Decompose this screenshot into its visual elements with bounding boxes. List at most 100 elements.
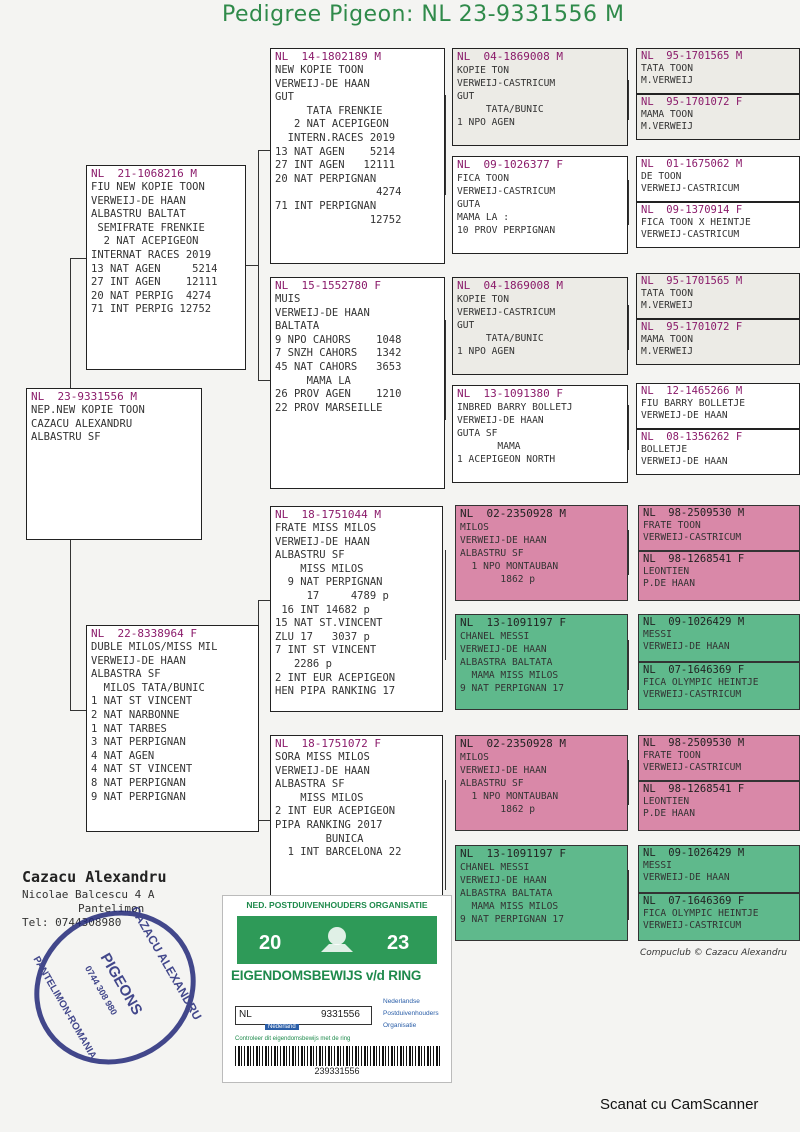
pigeon-card-g4-2: NL 01-1675062 M DE TOON VERWEIJ-CASTRICU… [636, 156, 800, 202]
connector [258, 820, 270, 821]
barcode-number: 239331556 [314, 1066, 360, 1076]
ring-number: NL 09-1026377 F [457, 158, 563, 171]
info-line: ALBASTRU BALTAT [91, 208, 186, 221]
info-line: FICA OLYMPIC HEINTJE [643, 908, 759, 919]
connector [258, 150, 259, 380]
info-line: MAMA TOON [641, 109, 693, 120]
info-line: LEONTIEN [643, 566, 690, 577]
info-line: MILOS [460, 522, 489, 533]
page-title: Pedigree Pigeon: NL 23-9331556 M [222, 2, 625, 27]
info-line: ALBASTRA SF [275, 778, 345, 791]
connector [628, 405, 629, 450]
pigeon-card-g4-7: NL 08-1356262 F BOLLETJE VERWEIJ-DE HAAN [636, 429, 800, 475]
info-line: VERWEIJ-CASTRICUM [641, 183, 740, 194]
pigeon-card-mother: NL 22-8338964 F DUBLE MILOS/MISS MIL VER… [86, 625, 259, 832]
info-line: VERWEIJ-DE HAAN [275, 77, 370, 90]
info-line: MESSI [643, 860, 672, 871]
info-line: FICA TOON X HEINTJE [641, 217, 751, 228]
pigeon-card-g3-3: NL 13-1091380 F INBRED BARRY BOLLETJ VER… [452, 385, 628, 483]
info-line: 4 NAT ST VINCENT [91, 763, 193, 776]
info-line: TATA TOON [641, 63, 693, 74]
info-line: FICA TOON [457, 173, 509, 184]
ring-number: NL 18-1751072 F [275, 737, 381, 750]
ring-number-field: NL 9331556 [235, 1006, 372, 1025]
pigeon-card-g3-6: NL 02-2350928 M MILOS VERWEIJ-DE HAAN AL… [455, 735, 628, 831]
info-line: GUT [457, 91, 475, 102]
info-line: MAMA [457, 441, 521, 452]
info-line: 71 INT PERPIGNAN [275, 199, 377, 212]
barcode-icon [235, 1046, 441, 1066]
card-org-name: NED. POSTDUIVENHOUDERS ORGANISATIE [246, 900, 428, 910]
connector [628, 640, 629, 690]
ring-number: NL 02-2350928 M [460, 737, 566, 750]
pigeon-card-subject: NL 23-9331556 M NEP.NEW KOPIE TOON CAZAC… [26, 388, 202, 540]
info-line: VERWEIJ-DE HAAN [91, 194, 186, 207]
info-line: ALBASTRA BALTATA [460, 657, 553, 668]
info-line: 45 NAT CAHORS 3653 [275, 360, 402, 373]
info-line: 1 NPO AGEN [457, 346, 515, 357]
ring-number: NL 23-9331556 M [31, 390, 137, 403]
info-line: M.VERWEIJ [641, 346, 693, 357]
connector [258, 600, 270, 601]
compuclub-credit: Compuclub © Cazacu Alexandru [640, 948, 787, 958]
info-line: VERWEIJ-CASTRICUM [641, 229, 740, 240]
ring-number: NL 98-1268541 F [643, 783, 745, 795]
scanner-watermark: Scanat cu CamScanner [600, 1096, 759, 1113]
pigeon-card-g4-9: NL 98-1268541 F LEONTIEN P.DE HAAN [638, 551, 800, 601]
info-line: 1 NAT ST VINCENT [91, 695, 193, 708]
connector [245, 265, 258, 266]
connector [628, 305, 629, 350]
info-line: CHANEL MESSI [460, 631, 530, 642]
ring-number: NL 04-1869008 M [457, 50, 563, 63]
pigeon-card-g4-0: NL 95-1701565 M TATA TOON M.VERWEIJ [636, 48, 800, 94]
info-line: 9 NAT PERPIGNAN [275, 576, 383, 589]
info-line: FRATE MISS MILOS [275, 522, 377, 534]
info-line: BUNICA [275, 832, 364, 845]
ring-number: NL 02-2350928 M [460, 507, 566, 520]
info-line: MAMA LA : [457, 212, 509, 223]
info-line: 27 INT AGEN 12111 [275, 159, 396, 172]
info-line: CHANEL MESSI [460, 862, 530, 873]
info-line: 9 NPO CAHORS 1048 [275, 333, 402, 346]
pigeon-card-g4-11: NL 07-1646369 F FICA OLYMPIC HEINTJE VER… [638, 662, 800, 710]
info-line: FRATE TOON [643, 750, 701, 761]
info-line: VERWEIJ-DE HAAN [643, 872, 730, 883]
ring-number: NL 98-2509530 M [643, 507, 745, 519]
info-line: VERWEIJ-CASTRICUM [457, 78, 556, 89]
info-line: INTERNAT RACES 2019 [91, 248, 212, 261]
info-line: TATA/BUNIC [457, 333, 544, 344]
info-line: MAMA TOON [641, 334, 693, 345]
owner-name: Cazacu Alexandru [22, 868, 167, 886]
info-line: ZLU 17 3037 p [275, 630, 370, 643]
info-line: VERWEIJ-DE HAAN [643, 641, 730, 652]
pigeon-card-ff: NL 14-1802189 M NEW KOPIE TOON VERWEIJ-D… [270, 48, 445, 264]
connector [445, 780, 446, 890]
stamp-middle-text: PIGEONS [96, 950, 146, 1019]
info-line: NEP.NEW KOPIE TOON [31, 404, 145, 416]
info-line: DUBLE MILOS/MISS MIL [91, 641, 218, 653]
pigeon-card-g4-15: NL 07-1646369 F FICA OLYMPIC HEINTJE VER… [638, 893, 800, 941]
pigeon-card-g4-5: NL 95-1701072 F MAMA TOON M.VERWEIJ [636, 319, 800, 365]
info-line: NEW KOPIE TOON [275, 64, 364, 76]
info-line: INBRED BARRY BOLLETJ [457, 402, 573, 413]
pigeon-logo-icon [321, 927, 353, 952]
ring-number: NL 07-1646369 F [643, 895, 745, 907]
connector [445, 95, 446, 195]
pigeon-card-fm: NL 15-1552780 F MUIS VERWEIJ-DE HAAN BAL… [270, 277, 445, 489]
info-line: VERWEIJ-DE HAAN [460, 644, 547, 655]
info-line: 2 INT EUR ACEPIGEON [275, 671, 396, 684]
info-line: VERWEIJ-DE HAAN [275, 535, 370, 548]
info-line: 20 NAT PERPIGNAN [275, 172, 377, 185]
info-line: TATA TOON [641, 288, 693, 299]
connector [70, 258, 71, 388]
owner-address: Nicolae Balcescu 4 A [22, 888, 155, 901]
info-line: 1 NAT TARBES [91, 722, 167, 735]
pigeon-card-g3-5: NL 13-1091197 F CHANEL MESSI VERWEIJ-DE … [455, 614, 628, 710]
info-line: 2 NAT NARBONNE [91, 708, 180, 721]
info-line: KOPIE TON [457, 65, 509, 76]
info-line: 1 NPO MONTAUBAN [460, 561, 559, 572]
info-line: 9 NAT PERPIGNAN 17 [460, 914, 564, 925]
ring-number: NL 21-1068216 M [91, 167, 197, 180]
org-logo-line: Organisatie [383, 1022, 417, 1029]
info-line: 2 NAT ACEPIGEON [91, 235, 199, 248]
